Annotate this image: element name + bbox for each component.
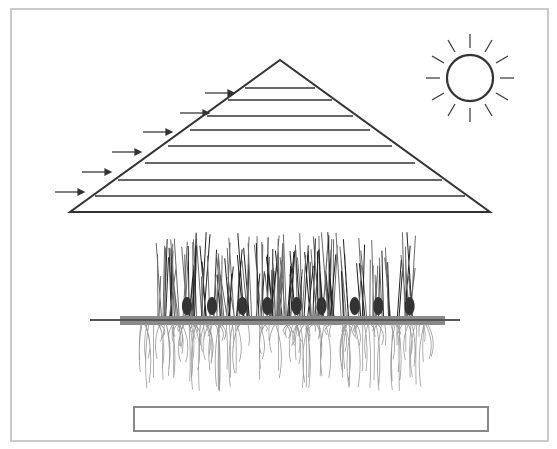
- plant-clump: [237, 297, 247, 315]
- pyramid: [70, 60, 490, 212]
- plant-clump: [207, 297, 217, 315]
- plant-clump: [373, 297, 383, 315]
- grass-blade: [336, 233, 341, 318]
- root-strand: [301, 324, 304, 388]
- root-strand: [226, 324, 227, 370]
- plant-clump: [350, 297, 360, 315]
- root-strand: [428, 324, 434, 357]
- root-strand: [215, 324, 218, 337]
- root-strand: [400, 324, 403, 334]
- root-strand: [306, 324, 307, 387]
- root-strand: [397, 324, 398, 345]
- root-strand: [174, 324, 178, 337]
- root-strand: [416, 324, 417, 385]
- caption-box: [133, 406, 489, 432]
- arrow-head: [166, 129, 172, 135]
- root-strand: [248, 324, 249, 346]
- root-strand: [321, 324, 325, 376]
- root-strand: [385, 324, 386, 346]
- root-strand: [230, 324, 231, 378]
- vegetation: [156, 232, 415, 318]
- root-strand: [308, 324, 313, 337]
- arrow-head: [105, 169, 111, 175]
- root-strand: [179, 324, 180, 346]
- plant-clump: [262, 297, 272, 315]
- plant-clump: [292, 297, 302, 315]
- root-strand: [156, 324, 160, 359]
- arrow-head: [78, 189, 84, 195]
- root-strand: [139, 324, 141, 360]
- root-strand: [270, 324, 275, 353]
- root-strand: [369, 324, 371, 388]
- grass-blade: [370, 260, 371, 318]
- pyramid-outline: [70, 60, 490, 212]
- plant-clump: [405, 297, 415, 315]
- sun-disc: [447, 55, 493, 101]
- plant-clump: [182, 297, 192, 315]
- root-strand: [314, 324, 315, 332]
- root-strand: [189, 324, 190, 381]
- root-strand: [236, 324, 237, 374]
- sun-icon: [426, 34, 514, 122]
- grass-blade: [289, 266, 290, 318]
- root-strand: [146, 324, 151, 383]
- grass-blade: [302, 255, 306, 318]
- plant-clump: [317, 297, 327, 315]
- root-strand: [330, 324, 332, 337]
- grass-blade: [399, 271, 402, 318]
- root-strand: [263, 324, 267, 331]
- grass-blade: [196, 234, 202, 318]
- root-strand: [159, 324, 164, 368]
- roots: [139, 324, 433, 391]
- root-strand: [370, 324, 373, 331]
- arrow-head: [135, 149, 141, 155]
